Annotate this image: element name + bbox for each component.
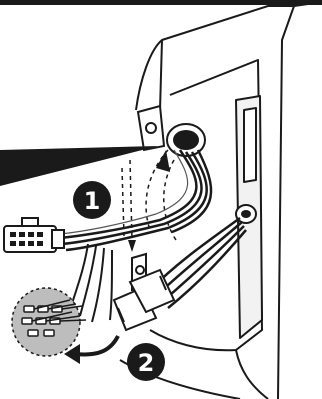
terminal-detail-circle (12, 288, 86, 356)
harness-plug-connector (4, 218, 64, 252)
callout-2-label: 2 (138, 349, 155, 377)
callout-1-label: 1 (84, 187, 101, 215)
top-border (0, 0, 322, 5)
callout-2: 2 (127, 343, 165, 381)
mounting-bracket (132, 106, 164, 290)
lower-grommet (236, 205, 256, 223)
detail-pointer (0, 146, 158, 186)
harness-socket-connector (114, 270, 174, 330)
tail-light-cavity-panel (120, 2, 322, 399)
callout-1: 1 (73, 181, 111, 219)
